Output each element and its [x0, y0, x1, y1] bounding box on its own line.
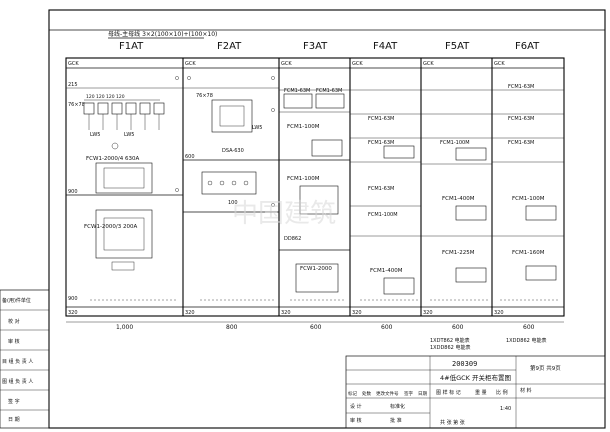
margin-row-6: 签 字	[8, 398, 20, 405]
drawing-title: 4#低GCK 开关柜布置图	[440, 373, 511, 382]
f6-b2: FCM1-63M	[508, 116, 534, 122]
meter-note-3: 1XDD862 电能表	[506, 337, 546, 344]
f1-h900b: 900	[68, 296, 78, 302]
tb-approve: 批 准	[390, 417, 402, 424]
cabinet-f3at: FCM1-63M FCM1-63M FCM1-100M FCM1-100M DD…	[279, 88, 350, 316]
watermark: 中国建筑	[232, 199, 336, 229]
f4-bottom: 320	[352, 310, 362, 316]
f1-h900: 900	[68, 189, 78, 195]
f3-bottom: 320	[281, 310, 291, 316]
f5-b2: FCM1-400M	[442, 196, 475, 202]
tb-scale-label: 比 例	[496, 389, 508, 396]
f1-bottom: 320	[68, 310, 78, 316]
column-label-f3at: F3AT	[303, 41, 328, 52]
f3-b4: FCM1-100M	[287, 176, 320, 182]
f6-bottom: 320	[494, 310, 504, 316]
column-label-f6at: F6AT	[515, 41, 540, 52]
column-label-f5at: F5AT	[445, 41, 470, 52]
tb-drawing-mark: 图 样 标 记	[436, 389, 461, 396]
f1-h215: 215	[68, 82, 78, 88]
busbar-note: 母线-主母线 3×2(100×10)+(100×10)	[108, 30, 217, 38]
gck-label-4: GCK	[352, 61, 363, 67]
dim-f5: 600	[452, 324, 464, 331]
f1-dim120: 120 120 120 120	[86, 94, 125, 100]
f4-b2: FCM1-63M	[368, 140, 394, 146]
tb-material: 材 料	[520, 387, 532, 394]
cabinet-f4at: FCM1-63M FCM1-63M FCM1-63M FCM1-100M FCM…	[350, 89, 421, 316]
meter-note-1: 1XDT862 电能表	[430, 337, 470, 344]
margin-row-3: 审 核	[8, 338, 20, 345]
f2-dim76: 76×78	[196, 93, 213, 99]
f6-b4: FCM1-100M	[512, 196, 545, 202]
column-label-f4at: F4AT	[373, 41, 398, 52]
tb-scale: 1:40	[500, 406, 511, 412]
f1-lw5b: LW5	[124, 132, 134, 138]
margin-row-5: 图 组 负 责 人	[2, 378, 33, 385]
gck-label-3: GCK	[281, 61, 292, 67]
dim-f2: 800	[226, 324, 238, 331]
project-number: 200309	[452, 360, 477, 368]
f5-b1: FCM1-100M	[440, 140, 470, 146]
cabinet-f6at: FCM1-63M FCM1-63M FCM1-63M FCM1-100M FCM…	[492, 84, 564, 316]
f3-b2: FCM1-63M	[316, 88, 342, 94]
watermark-text: 中国建筑	[232, 199, 336, 229]
f4-b1: FCM1-63M	[368, 116, 394, 122]
title-block: 200309 4#低GCK 开关柜布置图 第9页 共9页 标记 处数 更改文件号…	[345, 355, 606, 429]
margin-row-1: 备(用)件单位	[2, 297, 31, 304]
margin-row-7: 日 期	[8, 417, 20, 423]
cabinet-f5at: FCM1-100M FCM1-400M FCM1-225M 320	[421, 89, 492, 316]
gck-label-6: GCK	[494, 61, 505, 67]
f2-100: 100	[228, 200, 238, 206]
cabinet-row-frame	[65, 57, 565, 317]
dim-f6: 600	[523, 324, 535, 331]
f3-b5: FCW1-2000	[300, 266, 332, 272]
f3-b1: FCM1-63M	[284, 88, 310, 94]
dim-f3: 600	[310, 324, 322, 331]
f5-bottom: 320	[423, 310, 433, 316]
f1-breaker1: FCW1-2000/4 630A	[86, 156, 140, 162]
f6-b3: FCM1-63M	[508, 140, 534, 146]
tb-date: 日期	[418, 391, 427, 397]
cabinet-f2at: 76×78 LW5 DSA-630 600 100 320	[183, 76, 279, 316]
f6-b1: FCM1-63M	[508, 84, 534, 90]
meter-note-2: 1XDD862 电能表	[430, 344, 470, 351]
tb-count: 处数	[362, 390, 371, 397]
f3-b3: FCM1-100M	[287, 124, 320, 130]
f1-dim76: 76×78	[68, 102, 85, 108]
tb-sheet: 共 张 第 张	[440, 419, 465, 426]
column-label-f2at: F2AT	[217, 41, 242, 52]
f4-b3: FCM1-63M	[368, 186, 394, 192]
dim-f4: 600	[381, 324, 393, 331]
gck-label-5: GCK	[423, 61, 434, 67]
f3-ammeter: DD862	[284, 236, 301, 242]
f2-h600: 600	[185, 154, 195, 160]
tb-design: 设 计	[350, 403, 362, 410]
margin-row-4: 目 组 负 责 人	[2, 358, 33, 365]
gck-label-2: GCK	[185, 61, 196, 67]
f6-b5: FCM1-160M	[512, 250, 545, 256]
margin-row-2: 校 对	[8, 318, 20, 325]
gck-label: GCK	[68, 61, 79, 67]
cabinet-f1at: 215 76×78 120 120 120 120 LW5 LW5 FCW1-2…	[66, 76, 183, 316]
f4-b4: FCM1-100M	[368, 212, 398, 218]
drawing-border	[48, 9, 606, 429]
f2-bottom: 320	[185, 310, 195, 316]
f1-breaker2: FCW1-2000/3 200A	[84, 224, 138, 230]
f2-breaker: DSA-630	[222, 148, 244, 154]
tb-change: 更改文件号	[376, 390, 399, 397]
f4-b5: FCM1-400M	[370, 268, 403, 274]
tb-weight: 重 量	[475, 389, 487, 396]
f1-lw5: LW5	[90, 132, 100, 138]
left-margin-table: 备(用)件单位 校 对 审 核 目 组 负 责 人 图 组 负 责 人 签 字 …	[0, 289, 50, 429]
dim-f1: 1,000	[116, 324, 133, 331]
tb-sign: 签字	[404, 390, 413, 397]
tb-standard: 标准化	[390, 403, 405, 410]
tb-review: 审 核	[350, 417, 362, 424]
sheet-date: 第9页 共9页	[530, 364, 561, 372]
f2-lw5: LW5	[252, 125, 262, 131]
f5-b3: FCM1-225M	[442, 250, 475, 256]
column-label-f1at: F1AT	[119, 41, 144, 52]
tb-mark: 标记	[348, 390, 357, 397]
